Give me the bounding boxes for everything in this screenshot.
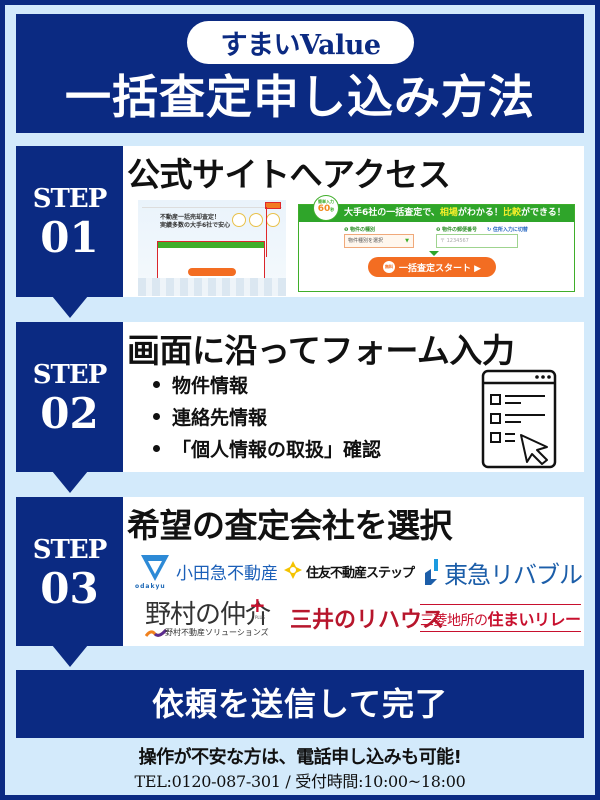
tokyu-logo-icon — [425, 559, 438, 585]
step-number: 01 — [40, 213, 99, 262]
nomura-plus-label: PLUS — [255, 615, 265, 620]
final-step-banner: 依頼を送信して完了 — [16, 670, 584, 738]
form-checklist-cursor-icon — [481, 369, 557, 469]
step-badge: STEP 02 — [16, 322, 123, 493]
postal-code-input[interactable]: 〒 1234567 — [436, 234, 518, 248]
logo-mitsubishi: 三菱地所の住まいリレー — [420, 604, 581, 632]
step-03: STEP 03 希望の査定会社を選択 odakyu 小田急不動産 住友不動産ステ… — [16, 497, 584, 667]
bullet-icon — [153, 381, 160, 388]
form-items-list: 物件情報 連絡先情報 「個人情報の取扱」確認 — [153, 370, 381, 466]
step-number: 03 — [40, 564, 99, 613]
step-title: 公式サイトへアクセス — [127, 155, 451, 194]
logo-nomura: 野村の仲介 — [145, 600, 271, 630]
chevron-down-icon: ▼ — [405, 238, 409, 244]
sumitomo-logo-icon — [284, 561, 302, 579]
step-02: STEP 02 画面に沿ってフォーム入力 物件情報 連絡先情報 「個人情報の取扱… — [16, 322, 584, 493]
company-logos: odakyu 小田急不動産 住友不動産ステップ 東急リバブル 野村の仲介 + P… — [123, 497, 584, 646]
step-number: 02 — [40, 389, 99, 438]
page-title: 一括査定申し込み方法 — [65, 70, 535, 124]
step-label: STEP — [32, 535, 108, 565]
step-body: 希望の査定会社を選択 odakyu 小田急不動産 住友不動産ステップ 東急リバブ… — [123, 497, 584, 646]
step-body: 画面に沿ってフォーム入力 物件情報 連絡先情報 「個人情報の取扱」確認 — [123, 322, 584, 472]
nomura-plus-icon: + — [249, 593, 266, 617]
start-assessment-button[interactable]: 無料 一括査定スタート ▶ — [368, 257, 496, 277]
step-title: 希望の査定会社を選択 — [127, 506, 453, 545]
site-headline: 不動産一括売却査定！ 実績多数の大手6社で安心 — [160, 214, 231, 229]
step-body: 公式サイトへアクセス 不動産一括売却査定！ 実績多数の大手6社で安心 簡単入力 … — [123, 146, 584, 297]
step-label: STEP — [32, 184, 108, 214]
site-start-button — [188, 268, 236, 276]
step-label: STEP — [32, 360, 108, 390]
website-screenshot: 不動産一括売却査定！ 実績多数の大手6社で安心 — [138, 200, 286, 296]
logo-sumitomo: 住友不動産ステップ — [306, 566, 415, 581]
city-illustration — [138, 278, 286, 296]
property-type-select[interactable]: 物件種別を選択▼ — [344, 234, 414, 248]
site-nav — [142, 202, 282, 209]
down-arrow-icon — [429, 251, 439, 256]
site-nav-cta — [265, 202, 281, 209]
step-title: 画面に沿ってフォーム入力 — [127, 331, 515, 370]
odakyu-logo-sub: odakyu — [135, 583, 166, 590]
site-form-highlight — [157, 241, 265, 279]
bullet-icon — [153, 413, 160, 420]
form-banner: 大手6社の一括査定で、相場がわかる！比較ができる！ — [299, 205, 574, 222]
property-type-label: ❶ 物件の種別 — [344, 227, 375, 233]
assessment-form-zoom: 簡単入力 60秒 大手6社の一括査定で、相場がわかる！比較ができる！ ❶ 物件の… — [298, 195, 575, 292]
logo-mitsui: 三井のリハウス — [290, 608, 445, 633]
switch-address-link[interactable]: ↻ 住所入力に切替 — [486, 227, 528, 233]
bullet-icon — [153, 445, 160, 452]
step-badge: STEP 03 — [16, 497, 123, 667]
page-header: すまいValue 一括査定申し込み方法 — [16, 14, 584, 133]
logo-odakyu: 小田急不動産 — [176, 564, 278, 584]
nomura-swoosh-icon — [145, 628, 167, 637]
phone-contact: TEL:0120-087-301 / 受付時間:10:00~18:00 — [134, 772, 466, 791]
award-badges — [232, 213, 280, 227]
odakyu-logo-icon — [141, 555, 169, 581]
logo-tokyu: 東急リバブル — [444, 561, 583, 589]
sixty-seconds-badge: 簡単入力 60秒 — [313, 195, 339, 221]
logo-nomura-sub: 野村不動産ソリューションズ — [165, 628, 269, 637]
list-item: 「個人情報の取扱」確認 — [153, 434, 381, 466]
step-01: STEP 01 公式サイトへアクセス 不動産一括売却査定！ 実績多数の大手6社で… — [16, 146, 584, 318]
postal-code-label: ❷ 物件の郵便番号↻ 住所入力に切替 — [436, 227, 528, 233]
phone-note: 操作が不安な方は、電話申し込みも可能! — [138, 747, 462, 768]
free-badge: 無料 — [382, 261, 395, 273]
brand-pill: すまいValue — [187, 21, 414, 64]
step-badge: STEP 01 — [16, 146, 123, 318]
list-item: 物件情報 — [153, 370, 381, 402]
list-item: 連絡先情報 — [153, 402, 381, 434]
